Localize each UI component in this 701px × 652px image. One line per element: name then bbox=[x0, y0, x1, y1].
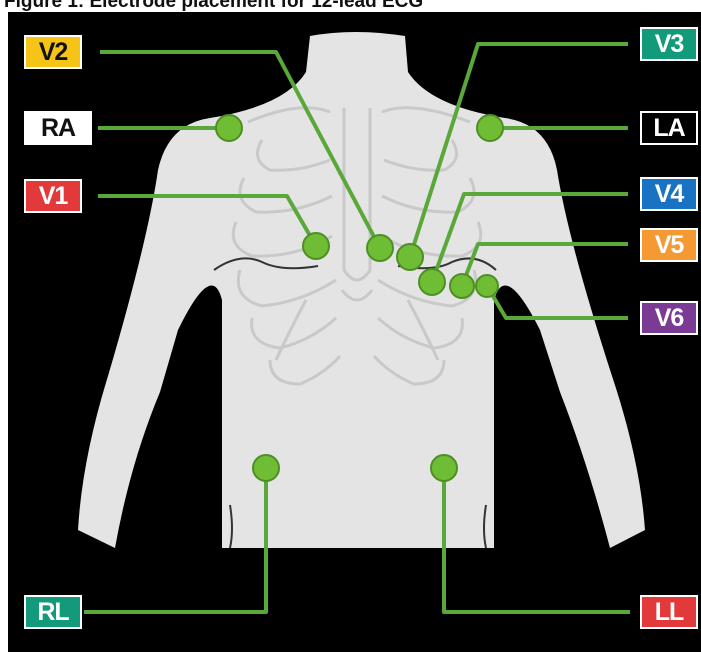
lead-label-v2: V2 bbox=[24, 35, 82, 69]
torso-silhouette bbox=[78, 32, 645, 548]
electrode-rl bbox=[253, 455, 279, 481]
electrode-v1 bbox=[303, 233, 329, 259]
electrode-v5 bbox=[450, 274, 474, 298]
lead-label-ra: RA bbox=[24, 111, 92, 145]
lead-label-la: LA bbox=[640, 111, 698, 145]
lead-label-v3: V3 bbox=[640, 27, 698, 61]
electrode-ll bbox=[431, 455, 457, 481]
lead-label-v1: V1 bbox=[24, 179, 82, 213]
electrode-v6 bbox=[476, 275, 498, 297]
lead-label-v6: V6 bbox=[640, 301, 698, 335]
electrode-v4 bbox=[419, 269, 445, 295]
electrode-la bbox=[477, 115, 503, 141]
electrode-v2 bbox=[367, 235, 393, 261]
lead-label-ll: LL bbox=[640, 595, 698, 629]
lead-label-v5: V5 bbox=[640, 228, 698, 262]
electrode-ra bbox=[216, 115, 242, 141]
lead-label-rl: RL bbox=[24, 595, 82, 629]
electrode-v3 bbox=[397, 244, 423, 270]
lead-label-v4: V4 bbox=[640, 177, 698, 211]
